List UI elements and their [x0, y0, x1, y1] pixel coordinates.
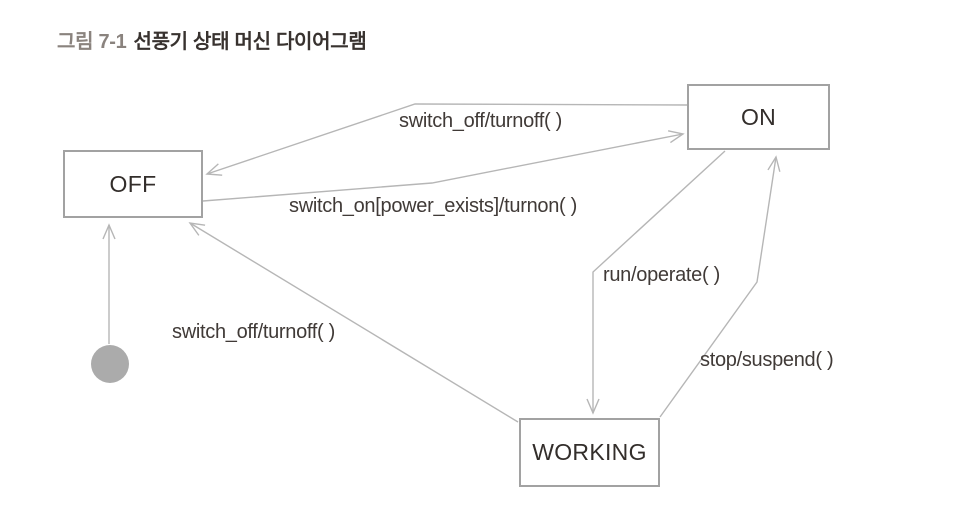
transition-label-on-to-off: switch_off/turnoff( ) [399, 110, 563, 132]
transition-label-working-to-off: switch_off/turnoff( ) [172, 321, 336, 343]
arrow-on-to-off [205, 103, 688, 176]
state-box-on: ON [687, 84, 830, 150]
transition-label-run-operate: run/operate( ) [603, 264, 720, 286]
initial-state-circle [91, 345, 129, 383]
arrow-off-to-on [202, 130, 685, 202]
state-box-off: OFF [63, 150, 203, 218]
arrow-working-to-off [188, 222, 519, 423]
transition-label-off-to-on: switch_on[power_exists]/turnon( ) [289, 195, 578, 217]
arrow-on-to-working [586, 150, 726, 415]
state-label-working: WORKING [532, 439, 647, 465]
arrow-working-to-on [659, 155, 781, 418]
state-label-off: OFF [109, 170, 157, 197]
figure-number-label: 그림 7-1 [57, 31, 127, 53]
figure-title: 그림 7-1 선풍기 상태 머신 다이어그램 [57, 25, 367, 54]
transition-label-stop-suspend: stop/suspend( ) [700, 349, 834, 371]
state-label-on: ON [740, 103, 777, 130]
state-box-working: WORKING [519, 418, 660, 487]
figure-title-text: 선풍기 상태 머신 다이어그램 [133, 31, 367, 53]
